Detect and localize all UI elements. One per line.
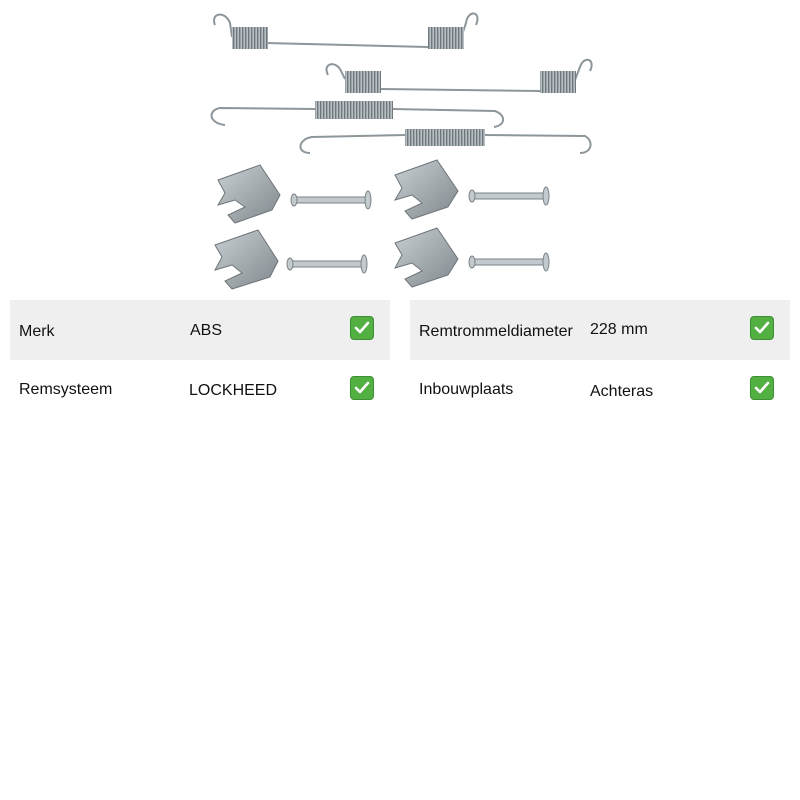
spec-value: LOCKHEED: [189, 382, 278, 399]
spec-row-merk: Merk ABS: [10, 300, 390, 360]
check-icon: [750, 316, 774, 340]
spec-value: Achteras: [590, 383, 654, 400]
spec-row-remtrommeldiameter: Remtrommeldiameter 228 mm: [410, 300, 790, 360]
spec-label: Remtrommeldiameter: [419, 323, 573, 340]
spec-label: Inbouwplaats: [419, 381, 514, 398]
check-icon: [350, 376, 374, 400]
check-icon: [350, 316, 374, 340]
spec-row-remsysteem: Remsysteem LOCKHEED: [10, 360, 390, 420]
spec-label: Remsysteem: [19, 381, 113, 398]
product-image: [210, 12, 593, 290]
spec-value: ABS: [190, 322, 223, 339]
spec-label: Merk: [19, 323, 55, 340]
spec-value: 228 mm: [590, 321, 648, 338]
spec-row-inbouwplaats: Inbouwplaats Achteras: [410, 360, 790, 420]
check-icon: [750, 376, 774, 400]
